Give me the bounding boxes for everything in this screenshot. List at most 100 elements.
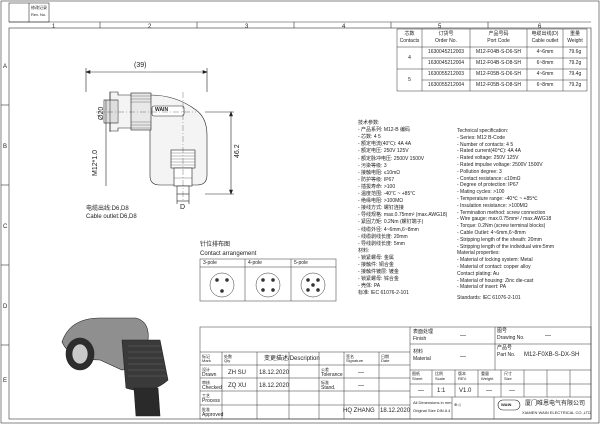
scale-label: Scale [435, 376, 446, 381]
spec-line: - 接线方式: 螺钉连接 [358, 205, 404, 212]
spec-line: - 导线规格: max.0.75mm² (max.AWG18) [358, 212, 448, 219]
pole-label-3: 3-pole [203, 260, 217, 266]
cell-contacts-5: 5 [408, 77, 411, 83]
drawn-name: ZH SU [228, 370, 246, 376]
cell-order: 1630055212004 [427, 82, 465, 88]
th-outlet-cn: 电缆出线(D) [531, 31, 559, 37]
cell-outlet: 6~8mm [536, 60, 554, 66]
spec-line: 技术参数: [358, 120, 380, 126]
dimension-thread: M12*1.0 [92, 149, 99, 176]
finish-value: — [460, 333, 466, 339]
spec-line: - 锁紧螺母: 金属 [358, 254, 394, 261]
drawing-no-label: Drawing No. [497, 335, 525, 341]
qty-label: Qty [224, 358, 231, 363]
size-value: — [509, 388, 515, 394]
spec-line: - Series: M12 B-Code [457, 134, 506, 141]
sheet-label: Sheet [412, 376, 423, 381]
drawn-date: 18.12.2020 [259, 370, 290, 376]
spec-line: - 污染等级: 3 [358, 162, 387, 169]
material-value: — [460, 354, 466, 360]
sign-label-cn: 签名 [346, 354, 354, 359]
wain-logo-badge [497, 399, 521, 411]
spec-line: - 防护等级: IP67 [358, 176, 395, 183]
stand-label-cn: 标准 [321, 380, 329, 385]
th-weight-cn: 重量 [569, 31, 580, 37]
sign-label: Signature [346, 358, 364, 363]
part-no-label-cn: 产品号 [497, 345, 513, 351]
spec-line: - Degree of protection: IP67 [457, 182, 519, 189]
cell-code: M12-F05B-S-D6-SH [475, 71, 521, 77]
rev-value: V1.0 [459, 388, 472, 394]
dimension-d: D [180, 204, 186, 211]
spec-line: Material properties: [457, 250, 500, 257]
process-label-cn: 工艺 [202, 393, 210, 398]
dimension-39: (39) [134, 62, 147, 69]
ruler-mark-5: 5 [438, 24, 442, 30]
spec-line: - Wire gauge: max.0.75mm² / max.AWG18 [457, 216, 552, 223]
material-label-cn: 材料 [413, 349, 424, 355]
date-label: Date [381, 358, 390, 363]
tolerance-value: — [358, 370, 364, 376]
weight-label: Weight [481, 376, 494, 381]
mark-label-cn: 标记 [202, 354, 210, 359]
spec-line: - 接触件: 铜合金 [358, 262, 394, 268]
drawn-label: Drawn [202, 372, 217, 378]
company-name-cn: 厦门唯恩电气有限公司 [525, 401, 586, 407]
spec-line: - Insulation resistance: >100MΩ [457, 202, 528, 209]
ruler-mark-4: 4 [342, 24, 346, 30]
finish-label-cn: 表面处理 [413, 329, 434, 335]
approved-name: HQ ZHANG [343, 408, 375, 414]
pole-label-5: 5-pole [294, 260, 308, 266]
spec-line: - Torque: 0.2Nm (screw terminal blocks) [457, 223, 546, 230]
spec-line: - 接触件镀层: 镀金 [358, 269, 399, 276]
spec-line: - Mating cycles: >100 [457, 189, 505, 196]
all-dimensions-note: All Dimensions in mm [413, 400, 452, 405]
cell-outlet: 4~6mm [536, 49, 554, 55]
spec-line: - Stripping length of the individual wir… [457, 243, 554, 250]
cell-outlet: 6~8mm [536, 82, 554, 88]
ruler-mark-2: 2 [148, 24, 152, 30]
spec-line: - 温度范围: -40℃ ~ +85℃ [358, 191, 416, 197]
ruler-mark-c: C [3, 224, 8, 230]
scale-value: 1:1 [437, 388, 446, 394]
spec-line: - 额定电压: 250V 125V [358, 148, 409, 155]
rev-label: REV. [458, 376, 467, 381]
ruler-mark-d: D [3, 304, 8, 310]
th-weight: Weight [567, 38, 583, 44]
cable-outlet-cn: 电缆出线:D6,D8 [86, 206, 129, 212]
spec-line: - Number of contacts: 4 5 [457, 141, 514, 148]
sheet-label-cn: 图纸 [412, 371, 420, 376]
ruler-mark-6: 6 [538, 24, 542, 30]
pole-diagrams [209, 272, 326, 298]
contact-arrangement-grid [199, 258, 337, 302]
spec-line: - 额定电流(40℃): 4A 4A [358, 141, 412, 148]
spec-line: - Contact resistance: ≤10mΩ [457, 175, 521, 182]
spec-line: - Material of contact: copper alloy [457, 264, 531, 270]
connector-3d-render [61, 317, 169, 417]
desc-label-cn: 变更描述 [264, 356, 289, 362]
rev-label-cn: 版本 [458, 371, 466, 376]
size-label: Size [504, 376, 512, 381]
sheet-value: — [418, 388, 424, 394]
desc-label: Description [289, 356, 320, 362]
th-order: Order No. [435, 38, 457, 44]
spec-line: - Temperature range: -40℃ ~ +85℃ [457, 196, 538, 202]
contact-arrangement-title: Contact arrangement [200, 251, 257, 257]
revision-label-en: Rev. No. [31, 12, 47, 17]
weight-label-cn: 重量 [481, 371, 489, 376]
cell-order: 1630045212003 [427, 49, 465, 55]
cell-code: M12-F05B-S-D8-SH [475, 82, 521, 88]
dimension-46-2: 46.2 [234, 144, 241, 158]
spec-line: - Rated impulse voltage: 2500V 1500V [457, 162, 543, 168]
ruler-mark-e: E [3, 378, 8, 384]
cell-order: 1630055212003 [427, 71, 465, 77]
material-label: Material [413, 356, 431, 362]
spec-line: - Material of insert: PA [457, 284, 507, 291]
tolerance-label: Tolerance [321, 372, 343, 378]
approved-label: Approved [202, 412, 224, 418]
drawn-label-cn: 设计 [202, 367, 210, 372]
ruler-mark-1: 1 [52, 24, 56, 30]
